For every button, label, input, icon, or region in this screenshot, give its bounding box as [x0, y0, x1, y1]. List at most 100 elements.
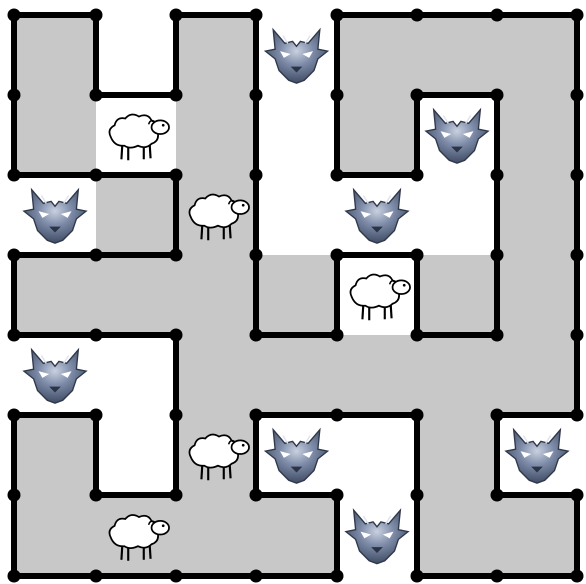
fence-post [331, 489, 344, 502]
fence-post [571, 329, 584, 342]
fence-post [491, 570, 504, 583]
fence-post [411, 249, 424, 262]
grid-cell[interactable] [497, 335, 578, 416]
grid-cell[interactable] [337, 415, 418, 496]
grid-cell[interactable] [176, 255, 257, 336]
fence-post [8, 249, 21, 262]
fence-post [170, 9, 183, 22]
fence-post [90, 409, 103, 422]
fence-post [8, 169, 21, 182]
grid-cell[interactable] [337, 95, 418, 176]
fence-post [90, 329, 103, 342]
fence-post [491, 89, 504, 102]
fence-post [491, 329, 504, 342]
fence-post [250, 249, 263, 262]
fence-post [571, 169, 584, 182]
fence-post [8, 409, 21, 422]
fence-post [411, 570, 424, 583]
fence-post [250, 89, 263, 102]
grid-cell[interactable] [497, 255, 578, 336]
fence-post [8, 89, 21, 102]
fence-post [250, 409, 263, 422]
fence-post [331, 409, 344, 422]
grid-cell[interactable] [96, 335, 177, 416]
fence-post [411, 409, 424, 422]
fence-post [170, 489, 183, 502]
fence-post [8, 489, 21, 502]
fence-post [170, 169, 183, 182]
fence-post [331, 169, 344, 182]
fence-post [331, 329, 344, 342]
grid-cell[interactable] [14, 495, 97, 577]
fence-post [331, 570, 344, 583]
fence-post [8, 570, 21, 583]
fence-post [571, 489, 584, 502]
grid-cell[interactable] [417, 255, 498, 336]
fence-post [491, 489, 504, 502]
grid-cell[interactable] [176, 335, 257, 416]
grid-cell[interactable] [14, 255, 97, 336]
fence-post [90, 169, 103, 182]
fence-post [571, 570, 584, 583]
grid-cell[interactable] [417, 175, 498, 256]
fence-post [170, 329, 183, 342]
fence-post [411, 89, 424, 102]
fence-post [411, 329, 424, 342]
grid-cell[interactable] [176, 95, 257, 176]
fence-post [8, 9, 21, 22]
grid-cell[interactable] [96, 15, 177, 96]
fence-post [250, 329, 263, 342]
fence-post [571, 249, 584, 262]
grid-cell[interactable] [176, 15, 257, 96]
grid-cell[interactable] [256, 255, 338, 336]
fence-post [571, 409, 584, 422]
grid-cell[interactable] [96, 175, 177, 256]
grid-cell[interactable] [337, 15, 418, 96]
fence-post [491, 9, 504, 22]
fence-post [90, 9, 103, 22]
fence-post [170, 89, 183, 102]
grid-cell[interactable] [14, 95, 97, 176]
fence-post [571, 89, 584, 102]
fence-post [331, 89, 344, 102]
fence-post [170, 409, 183, 422]
fence-post [491, 249, 504, 262]
grid-cell[interactable] [497, 15, 578, 96]
grid-cell[interactable] [14, 15, 97, 96]
fence-post [250, 9, 263, 22]
fence-post [170, 570, 183, 583]
fence-post [571, 9, 584, 22]
fence-post [8, 329, 21, 342]
fence-post [250, 169, 263, 182]
fence-post [90, 249, 103, 262]
grid-cell[interactable] [14, 415, 97, 496]
fence-post [90, 489, 103, 502]
grid-cell[interactable] [96, 415, 177, 496]
fence-post [90, 89, 103, 102]
grid-cell[interactable] [497, 495, 578, 577]
fence-post [331, 9, 344, 22]
grid-cell[interactable] [176, 495, 257, 577]
fence-post [491, 409, 504, 422]
fence-post [411, 169, 424, 182]
fence-post [170, 249, 183, 262]
fence-post [250, 570, 263, 583]
grid-cell[interactable] [256, 175, 338, 256]
grid-cell[interactable] [497, 95, 578, 176]
grid-cell[interactable] [417, 335, 498, 416]
grid-cell[interactable] [417, 15, 498, 96]
grid-cell[interactable] [96, 255, 177, 336]
fence-post [250, 489, 263, 502]
grid-cell[interactable] [256, 95, 338, 176]
fence-post [90, 570, 103, 583]
grid-cell[interactable] [497, 175, 578, 256]
grid-cell[interactable] [256, 335, 338, 416]
grid-cell[interactable] [256, 495, 338, 577]
fence-post [491, 169, 504, 182]
grid-cell[interactable] [417, 495, 498, 577]
fence-post [411, 489, 424, 502]
grid-cell[interactable] [417, 415, 498, 496]
fence-post [331, 249, 344, 262]
grid-cell[interactable] [337, 335, 418, 416]
